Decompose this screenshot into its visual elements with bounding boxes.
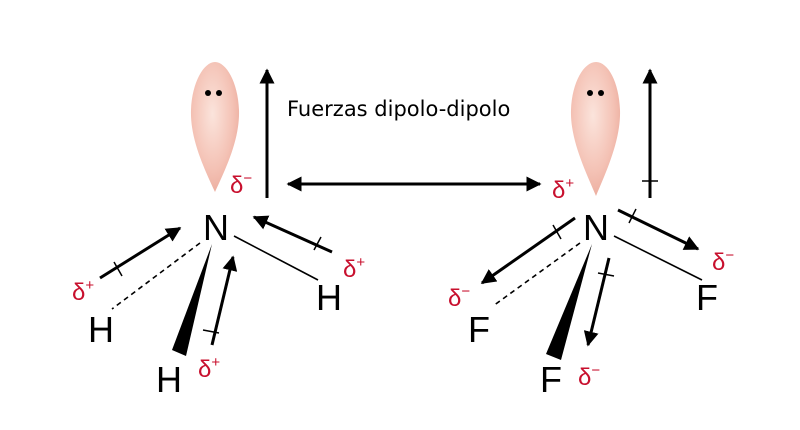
nh3-h-partial-charge: δ+	[343, 254, 365, 283]
nh3-h-atom: H	[88, 309, 114, 350]
nh3-h-partial-charge: δ+	[198, 354, 220, 383]
nf3-f-atom: F	[696, 277, 718, 318]
nh3-n-partial-charge: δ−	[230, 170, 252, 199]
nh3-molecule: N H H H δ− δ+ δ+ δ+	[72, 62, 365, 400]
nh3-h-atom: H	[316, 277, 342, 318]
nf3-f-partial-charge: δ−	[712, 247, 734, 276]
nh3-dipole-tick	[202, 329, 220, 334]
nf3-dipole-tick	[552, 224, 562, 240]
nf3-f-partial-charge: δ−	[578, 362, 600, 391]
nf3-dipole-tick	[597, 272, 615, 277]
nh3-lone-pair-electron	[205, 90, 211, 96]
nf3-f-atom: F	[468, 309, 490, 350]
nf3-dipole-tick	[628, 208, 637, 224]
nh3-dipole-tick	[113, 261, 123, 277]
nf3-bond-wedge	[546, 244, 592, 360]
nf3-bond-dipole-arrow	[617, 208, 700, 251]
nh3-bond-dipole-arrow	[99, 226, 182, 280]
nh3-bond-dipole-arrow	[252, 215, 333, 254]
nh3-h-atom: H	[156, 359, 182, 400]
nf3-bond-dashed	[492, 242, 581, 307]
nf3-n-partial-charge: δ+	[552, 175, 574, 204]
nh3-bond-wedge	[172, 244, 212, 356]
nh3-lone-pair-lobe	[190, 62, 240, 192]
nf3-f-atom: F	[540, 359, 562, 400]
nf3-f-partial-charge: δ−	[448, 283, 470, 312]
nf3-bond-dipole-arrow	[583, 257, 611, 347]
nh3-central-atom: N	[203, 207, 229, 248]
nh3-dipole-tick	[313, 236, 322, 251]
nf3-lone-pair-lobe	[570, 62, 621, 196]
caption-label: Fuerzas dipolo-dipolo	[287, 97, 510, 121]
nh3-bond-dipole-arrow	[210, 255, 238, 346]
nh3-lone-pair-electron	[216, 90, 222, 96]
nf3-lone-pair-electron	[598, 90, 604, 96]
nf3-bond-plain	[613, 235, 703, 281]
nh3-bond-dashed	[111, 242, 201, 310]
nf3-central-atom: N	[583, 207, 609, 248]
nh3-h-partial-charge: δ+	[72, 277, 94, 306]
nh3-bond-plain	[233, 235, 319, 281]
nf3-molecule: N F F F δ+ δ− δ− δ−	[448, 62, 734, 400]
nf3-bond-dipole-arrow	[480, 216, 576, 285]
nf3-lone-pair-electron	[587, 90, 593, 96]
